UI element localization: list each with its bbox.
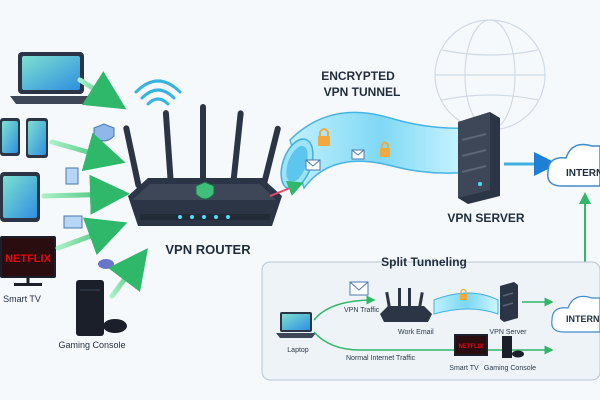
split-laptop-label: Laptop xyxy=(287,347,309,354)
split-cloud-icon xyxy=(551,295,600,333)
lock-icon xyxy=(380,141,390,157)
envelope-icon xyxy=(305,159,321,171)
split-envelope-icon xyxy=(349,281,369,296)
split-laptop-icon xyxy=(276,312,316,338)
split-tunneling-panel xyxy=(261,261,600,381)
split-internet-label: INTERNET xyxy=(566,314,600,324)
router-to-tunnel-arrow xyxy=(269,181,304,197)
monitor-icon xyxy=(63,215,83,229)
normal-traffic-label: Normal Internet Traffic xyxy=(346,355,416,362)
gaming-console-label: Gaming Console xyxy=(58,340,125,350)
split-router-icon xyxy=(380,288,432,322)
phone-icon xyxy=(26,118,48,158)
smart-tv-label: Smart TV xyxy=(3,294,41,304)
internet-label: INTERNET xyxy=(566,168,600,179)
cloud-icon xyxy=(547,143,600,187)
vpn-server-label: VPN SERVER xyxy=(447,211,524,225)
tunnel-label-line1: ENCRYPTED xyxy=(321,69,395,83)
vpn-tunnel xyxy=(280,111,471,190)
phone-icon xyxy=(0,118,20,156)
split-server-icon xyxy=(500,282,518,322)
document-icon xyxy=(65,167,79,185)
vpn-traffic-line xyxy=(313,295,376,321)
envelope-icon xyxy=(351,149,365,160)
work-email-label: Work Email xyxy=(398,329,434,336)
lock-icon xyxy=(318,128,330,146)
split-gaming-console-icon xyxy=(502,336,524,358)
tunnel-label-line2: VPN TUNNEL xyxy=(324,85,401,99)
tv-brand-text: NETFLIX xyxy=(5,253,51,265)
split-vpn-server-label: VPN Server xyxy=(490,329,528,336)
router-icon xyxy=(123,104,282,226)
gaming-console-icon xyxy=(76,280,127,336)
tablet-icon xyxy=(0,172,40,222)
split-title: Split Tunneling xyxy=(381,255,467,269)
normal-traffic-line xyxy=(313,331,554,355)
shield-icon xyxy=(93,123,115,142)
split-smart-tv-icon xyxy=(454,334,488,356)
split-tv-brand-text: NETFLIX xyxy=(459,344,484,350)
router-label: VPN ROUTER xyxy=(165,242,251,257)
gamepad-icon xyxy=(98,259,114,269)
split-tunnel xyxy=(433,288,499,315)
device-arrows xyxy=(41,71,148,299)
laptop-icon xyxy=(10,52,92,104)
server-icon xyxy=(458,112,500,204)
wifi-icon xyxy=(134,79,182,106)
split-gaming-label: Gaming Console xyxy=(484,365,536,372)
vpn-traffic-label: VPN Traffic xyxy=(344,307,380,314)
split-smart-tv-label: Smart TV xyxy=(449,365,479,372)
smart-tv-icon xyxy=(0,236,56,286)
